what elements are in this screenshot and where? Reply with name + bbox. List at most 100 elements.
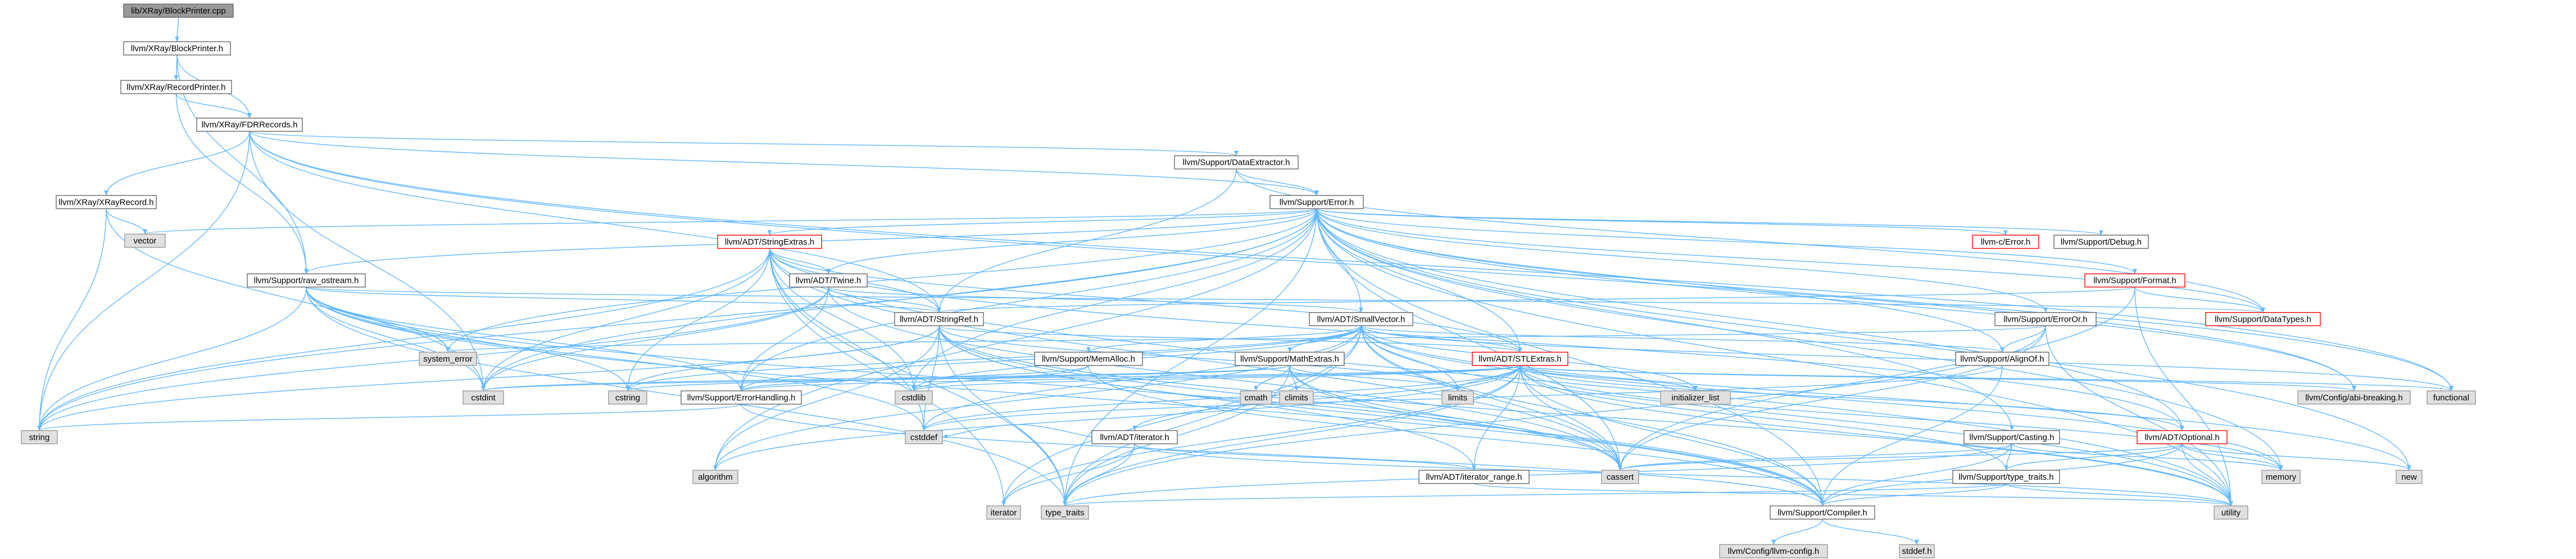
edge-fmt-to-cassert (1618, 287, 2135, 471)
edge-it-to-ir (1134, 443, 1476, 471)
edge-se-to-stl (769, 248, 1522, 353)
node-label: iterator (991, 508, 1017, 517)
node-comp[interactable]: llvm/Support/Compiler.h (1770, 505, 1875, 520)
node-stl[interactable]: llvm/ADT/STLExtras.h (1472, 351, 1568, 366)
node-box (462, 390, 504, 405)
edge-stl-to-comp (1520, 365, 1825, 506)
edge-me-to-cstring (625, 365, 1290, 391)
edge-me-to-cstdint (481, 365, 1290, 391)
node-me[interactable]: llvm/Support/MathExtras.h (1235, 351, 1345, 366)
node-box (1091, 430, 1178, 444)
edge-eh-to-string (37, 403, 742, 431)
node-label: type_traits (1045, 508, 1084, 517)
node-rp[interactable]: llvm/XRay/RecordPrinter.h (120, 80, 232, 94)
edge-opt-to-new (2182, 443, 2411, 471)
edge-cast-to-cassert (1618, 443, 2012, 471)
node-label: string (29, 432, 50, 442)
node-it[interactable]: llvm/ADT/iterator.h (1091, 430, 1178, 444)
node-err[interactable]: llvm/Support/Error.h (1269, 195, 1364, 209)
edge-fmt-to-dt (2134, 287, 2265, 313)
node-box (1601, 470, 1639, 484)
edge-rawos-to-string (37, 287, 307, 431)
edge-stl-to-eh (739, 365, 1521, 391)
node-box (2053, 235, 2149, 249)
node-ma[interactable]: llvm/Support/MemAlloc.h (1034, 351, 1143, 366)
node-de[interactable]: llvm/Support/DataExtractor.h (1174, 155, 1299, 170)
node-dt[interactable]: llvm/Support/DataTypes.h (2205, 312, 2321, 326)
edge-tw-to-eh (739, 287, 829, 391)
edge-sv-to-cassert (1360, 326, 1622, 471)
edge-stl-to-algorithm (713, 365, 1521, 471)
node-cstdint: cstdint (462, 390, 504, 405)
node-ce[interactable]: llvm-c/Error.h (1972, 235, 2039, 249)
edge-sr-to-utility (938, 326, 2233, 506)
node-box (56, 195, 157, 209)
edge-comp-to-stddef (1822, 519, 1919, 545)
node-box (692, 470, 738, 484)
node-fdr[interactable]: llvm/XRay/FDRRecords.h (196, 118, 303, 132)
node-box (123, 41, 231, 56)
node-dbg[interactable]: llvm/Support/Debug.h (2053, 235, 2149, 249)
edge-fdr-to-string (37, 131, 250, 431)
node-cfg: llvm/Config/llvm-config.h (1719, 544, 1828, 558)
edge-sr-to-typetraits (938, 326, 1067, 506)
edge-fdr-to-de (249, 130, 1239, 156)
node-new: new (2396, 470, 2423, 484)
node-abi: llvm/Config/abi-breaking.h (2297, 390, 2411, 405)
node-tw[interactable]: llvm/ADT/Twine.h (789, 273, 868, 288)
node-label: cmath (1245, 393, 1268, 403)
node-fmt[interactable]: llvm/Support/Format.h (2084, 273, 2185, 288)
node-rawos[interactable]: llvm/Support/raw_ostream.h (247, 273, 366, 288)
node-se[interactable]: llvm/ADT/StringExtras.h (717, 235, 822, 249)
node-climits: climits (1279, 390, 1314, 405)
edge-stl-to-functional (1520, 365, 2453, 391)
edge-err-to-fmt (1316, 208, 2137, 274)
edge-it-to-iterator (1001, 444, 1135, 506)
edge-err-to-eo (1316, 209, 2048, 313)
node-box (1041, 505, 1089, 520)
node-root[interactable]: lib/XRay/BlockPrinter.cpp (123, 3, 234, 18)
node-cast[interactable]: llvm/Support/Casting.h (1963, 430, 2060, 444)
edge-tw-to-sv (828, 286, 1363, 313)
edge-eo-to-syserr (446, 325, 2046, 353)
node-label: llvm/Support/Compiler.h (1777, 508, 1867, 517)
node-box (1240, 390, 1272, 405)
node-label: llvm/Support/DataExtractor.h (1183, 158, 1290, 168)
node-label: llvm/Support/ErrorOr.h (2003, 314, 2087, 324)
node-label: llvm/ADT/Optional.h (2144, 432, 2219, 442)
edge-ao-to-comp (1820, 365, 2003, 506)
node-box (1952, 470, 2060, 484)
edge-err-to-vec (143, 208, 1317, 235)
node-label: llvm/Support/AlignOf.h (1960, 354, 2044, 364)
node-eo[interactable]: llvm/Support/ErrorOr.h (1994, 312, 2097, 326)
node-eh[interactable]: llvm/Support/ErrorHandling.h (681, 390, 802, 405)
node-box (124, 233, 166, 248)
node-box (2427, 390, 2476, 405)
node-box (1174, 155, 1299, 170)
node-box (986, 505, 1021, 520)
node-label: llvm/Support/Format.h (2093, 276, 2176, 286)
node-label: llvm/Support/Casting.h (1970, 432, 2055, 442)
node-xr[interactable]: llvm/XRay/XRayRecord.h (56, 195, 157, 209)
edge-stl-to-il (1520, 365, 1698, 391)
node-sr[interactable]: llvm/ADT/StringRef.h (894, 312, 984, 326)
node-string: string (21, 430, 58, 444)
edge-stl-to-utility (1520, 365, 2233, 506)
edge-rawos-to-sr (306, 286, 941, 313)
edge-se-to-typetraits (769, 248, 1067, 506)
edge-me-to-limits (1289, 365, 1460, 391)
node-ao[interactable]: llvm/Support/AlignOf.h (1955, 351, 2049, 366)
node-bp[interactable]: llvm/XRay/BlockPrinter.h (123, 41, 231, 56)
node-box (1770, 505, 1875, 520)
node-tt[interactable]: llvm/Support/type_traits.h (1952, 470, 2060, 484)
node-ir[interactable]: llvm/ADT/iterator_range.h (1418, 470, 1530, 484)
node-sv[interactable]: llvm/ADT/SmallVector.h (1309, 312, 1413, 326)
node-box (21, 430, 58, 444)
node-label: llvm/ADT/SmallVector.h (1317, 314, 1405, 324)
edge-sv-to-utility (1360, 326, 2233, 506)
node-box (2205, 312, 2321, 326)
edge-err-to-dbg (1316, 208, 2103, 236)
node-label: llvm/ADT/StringRef.h (900, 314, 978, 324)
node-opt[interactable]: llvm/ADT/Optional.h (2137, 430, 2228, 444)
edge-stl-to-it (1132, 365, 1521, 431)
